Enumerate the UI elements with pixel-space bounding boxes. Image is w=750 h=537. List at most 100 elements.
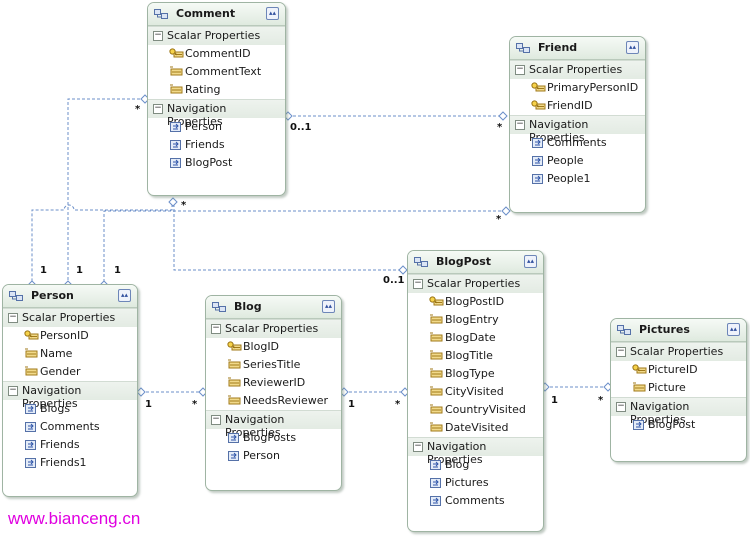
property-name: PictureID bbox=[648, 363, 698, 376]
minus-toggle-icon[interactable]: − bbox=[153, 103, 163, 114]
multiplicity-label: 1 bbox=[145, 399, 152, 410]
entity-type-icon bbox=[617, 324, 631, 336]
scalar-properties-header[interactable]: −Scalar Properties bbox=[408, 274, 543, 293]
navigation-property-icon bbox=[227, 432, 242, 444]
navigation-properties-header[interactable]: −Navigation Properties bbox=[510, 115, 645, 144]
navigation-property[interactable]: BlogPosts bbox=[206, 429, 341, 447]
multiplicity-label: * bbox=[496, 214, 502, 225]
navigation-properties-header[interactable]: −Navigation Properties bbox=[611, 397, 746, 426]
navigation-property[interactable]: Comments bbox=[408, 492, 543, 510]
navigation-property[interactable]: Friends bbox=[148, 136, 285, 154]
navigation-property[interactable]: Blog bbox=[408, 456, 543, 474]
minus-toggle-icon[interactable]: − bbox=[413, 278, 423, 289]
scalar-property[interactable]: SeriesTitle bbox=[206, 356, 341, 374]
scalar-property[interactable]: FriendID bbox=[510, 97, 645, 115]
navigation-property[interactable]: BlogPost bbox=[148, 154, 285, 172]
scalar-property[interactable]: Rating bbox=[148, 81, 285, 99]
scalar-property[interactable]: BlogID bbox=[206, 338, 341, 356]
scalar-property[interactable]: PrimaryPersonID bbox=[510, 79, 645, 97]
navigation-property-icon bbox=[24, 439, 39, 451]
navigation-property-icon bbox=[24, 457, 39, 469]
minus-toggle-icon[interactable]: − bbox=[616, 346, 626, 357]
collapse-icon[interactable]: ▴▴ bbox=[727, 323, 740, 336]
scalar-property[interactable]: Picture bbox=[611, 379, 746, 397]
scalar-property[interactable]: Name bbox=[3, 345, 137, 363]
scalar-property[interactable]: PersonID bbox=[3, 327, 137, 345]
navigation-properties-header[interactable]: −Navigation Properties bbox=[206, 410, 341, 439]
collapse-icon[interactable]: ▴▴ bbox=[266, 7, 279, 20]
scalar-property[interactable]: CountryVisited bbox=[408, 401, 543, 419]
entity-title: Pictures bbox=[639, 323, 690, 336]
entity-header[interactable]: Friend▴▴ bbox=[510, 37, 645, 60]
minus-toggle-icon[interactable]: − bbox=[515, 119, 525, 130]
navigation-property[interactable]: Person bbox=[206, 447, 341, 465]
navigation-property[interactable]: Comments bbox=[510, 134, 645, 152]
scalar-property[interactable]: DateVisited bbox=[408, 419, 543, 437]
property-icon bbox=[227, 377, 242, 389]
navigation-properties-header[interactable]: −Navigation Properties bbox=[3, 381, 137, 410]
navigation-properties-header[interactable]: −Navigation Properties bbox=[408, 437, 543, 466]
minus-toggle-icon[interactable]: − bbox=[211, 414, 221, 425]
scalar-property[interactable]: ReviewerID bbox=[206, 374, 341, 392]
navigation-properties-header[interactable]: −Navigation Properties bbox=[148, 99, 285, 128]
entity-header[interactable]: Person ▴▴ bbox=[3, 285, 137, 308]
minus-toggle-icon[interactable]: − bbox=[413, 441, 423, 452]
navigation-property[interactable]: Blogs bbox=[3, 400, 137, 418]
navigation-property[interactable]: Pictures bbox=[408, 474, 543, 492]
scalar-properties-header[interactable]: −Scalar Properties bbox=[510, 60, 645, 79]
property-icon bbox=[429, 314, 444, 326]
scalar-properties-header[interactable]: −Scalar Properties bbox=[3, 308, 137, 327]
navigation-property[interactable]: Friends1 bbox=[3, 454, 137, 472]
entity-title: BlogPost bbox=[436, 255, 492, 268]
navigation-property[interactable]: People bbox=[510, 152, 645, 170]
entity-header[interactable]: BlogPost ▴▴ bbox=[408, 251, 543, 274]
scalar-property[interactable]: Gender bbox=[3, 363, 137, 381]
scalar-property[interactable]: BlogTitle bbox=[408, 347, 543, 365]
minus-toggle-icon[interactable]: − bbox=[211, 323, 221, 334]
navigation-property[interactable]: Comments bbox=[3, 418, 137, 436]
scalar-properties-header[interactable]: −Scalar Properties bbox=[148, 26, 285, 45]
scalar-property[interactable]: CityVisited bbox=[408, 383, 543, 401]
minus-toggle-icon[interactable]: − bbox=[8, 312, 18, 323]
scalar-property[interactable]: BlogDate bbox=[408, 329, 543, 347]
minus-toggle-icon[interactable]: − bbox=[8, 385, 18, 396]
minus-toggle-icon[interactable]: − bbox=[153, 30, 163, 41]
entity-header[interactable]: Blog▴▴ bbox=[206, 296, 341, 319]
collapse-icon[interactable]: ▴▴ bbox=[322, 300, 335, 313]
scalar-property[interactable]: BlogEntry bbox=[408, 311, 543, 329]
scalar-property[interactable]: CommentID bbox=[148, 45, 285, 63]
scalar-property[interactable]: BlogType bbox=[408, 365, 543, 383]
collapse-icon[interactable]: ▴▴ bbox=[118, 289, 131, 302]
collapse-icon[interactable]: ▴▴ bbox=[626, 41, 639, 54]
navigation-property[interactable]: BlogPost bbox=[611, 416, 746, 434]
scalar-properties-header[interactable]: −Scalar Properties bbox=[611, 342, 746, 361]
navigation-property[interactable]: People1 bbox=[510, 170, 645, 188]
scalar-properties-header[interactable]: −Scalar Properties bbox=[206, 319, 341, 338]
scalar-property[interactable]: NeedsReviewer bbox=[206, 392, 341, 410]
watermark: www.bianceng.cn bbox=[8, 509, 141, 528]
entity-header[interactable]: Comment▴▴ bbox=[148, 3, 285, 26]
entity-title: Person bbox=[31, 289, 74, 302]
navigation-property[interactable]: Friends bbox=[3, 436, 137, 454]
navigation-property-icon bbox=[169, 121, 184, 133]
scalar-property[interactable]: PictureID bbox=[611, 361, 746, 379]
navigation-property-icon bbox=[169, 139, 184, 151]
scalar-property[interactable]: BlogPostID bbox=[408, 293, 543, 311]
minus-toggle-icon[interactable]: − bbox=[515, 64, 525, 75]
end-diamond bbox=[398, 265, 408, 275]
entity-header[interactable]: Pictures ▴▴ bbox=[611, 319, 746, 342]
scalar-property[interactable]: CommentText bbox=[148, 63, 285, 81]
minus-toggle-icon[interactable]: − bbox=[616, 401, 626, 412]
property-name: Person bbox=[243, 449, 280, 462]
navigation-property[interactable]: Person bbox=[148, 118, 285, 136]
multiplicity-label: 0..1 bbox=[383, 275, 405, 286]
property-name: People bbox=[547, 154, 584, 167]
entity-type-icon bbox=[154, 8, 168, 20]
collapse-icon[interactable]: ▴▴ bbox=[524, 255, 537, 268]
